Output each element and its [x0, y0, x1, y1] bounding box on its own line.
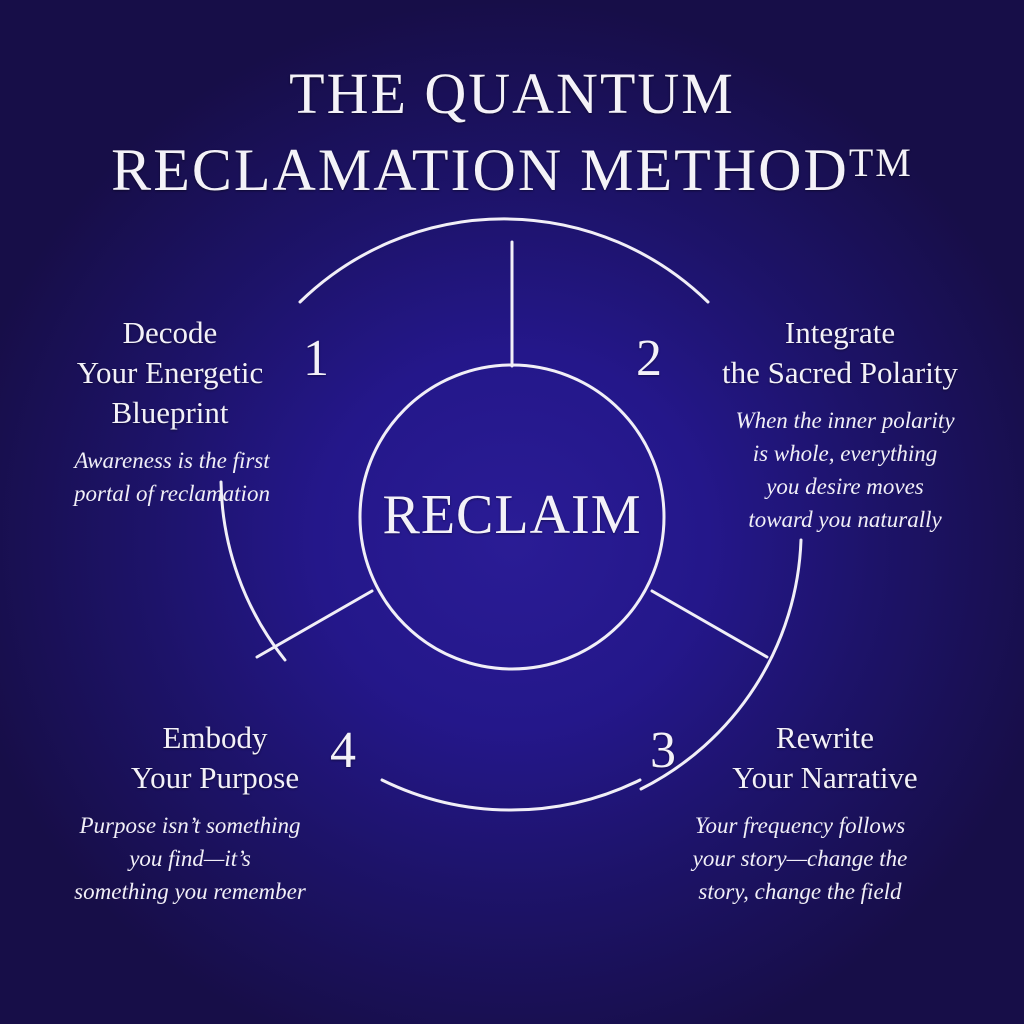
outer-arc-right	[639, 538, 803, 791]
step-2-title-line: the Sacred Polarity	[722, 355, 958, 390]
step-2-title: Integrate the Sacred Polarity	[690, 313, 990, 393]
outer-arc-left	[219, 480, 287, 662]
step-1-title-line: Decode	[122, 315, 218, 350]
step-3-desc-line: Your frequency follows	[694, 813, 906, 838]
step-2-description: When the inner polarity is whole, everyt…	[695, 404, 995, 536]
step-3-title: Rewrite Your Narrative	[675, 718, 975, 798]
step-4-desc-line: you find—it’s	[129, 846, 251, 871]
spoke-lower-left	[255, 589, 374, 659]
step-4-title: Embody Your Purpose	[65, 718, 365, 798]
step-1-desc-line: portal of reclamation	[74, 481, 270, 506]
step-2-desc-line: toward you naturally	[748, 507, 942, 532]
step-3-description: Your frequency follows your story—change…	[650, 809, 950, 908]
outer-arc-top	[298, 217, 710, 304]
outer-arc-bottom	[380, 778, 642, 812]
step-3-desc-line: story, change the field	[698, 879, 902, 904]
step-2-desc-line: you desire moves	[766, 474, 924, 499]
title-line-2-text: RECLAMATION METHOD	[111, 137, 849, 203]
step-3-title-line: Your Narrative	[732, 760, 918, 795]
step-number-4: 4	[330, 722, 356, 779]
spoke-lower-right	[650, 589, 769, 659]
step-4-title-line: Embody	[162, 720, 268, 755]
step-4-description: Purpose isn’t something you find—it’s so…	[40, 809, 340, 908]
step-number-2: 2	[636, 330, 662, 387]
title-line-2: RECLAMATION METHODTM	[0, 140, 1024, 200]
step-1-title-line: Blueprint	[111, 395, 229, 430]
step-number-3: 3	[650, 722, 676, 779]
step-3-title-line: Rewrite	[775, 720, 875, 755]
step-4-desc-line: Purpose isn’t something	[79, 813, 301, 838]
step-4-desc-line: something you remember	[74, 879, 306, 904]
center-label: RECLAIM	[382, 484, 642, 546]
title-line-1: THE QUANTUM	[289, 61, 735, 126]
trademark-symbol: TM	[848, 140, 913, 185]
step-1-title-line: Your Energetic	[76, 355, 264, 390]
step-1-title: Decode Your Energetic Blueprint	[20, 313, 320, 433]
step-2-desc-line: is whole, everything	[752, 441, 938, 466]
step-1-desc-line: Awareness is the first	[74, 448, 270, 473]
step-2-title-line: Integrate	[784, 315, 896, 350]
step-4-title-line: Your Purpose	[130, 760, 300, 795]
step-1-description: Awareness is the first portal of reclama…	[22, 444, 322, 510]
step-number-1: 1	[303, 330, 329, 387]
step-2-desc-line: When the inner polarity	[735, 408, 955, 433]
step-3-desc-line: your story—change the	[692, 846, 908, 871]
